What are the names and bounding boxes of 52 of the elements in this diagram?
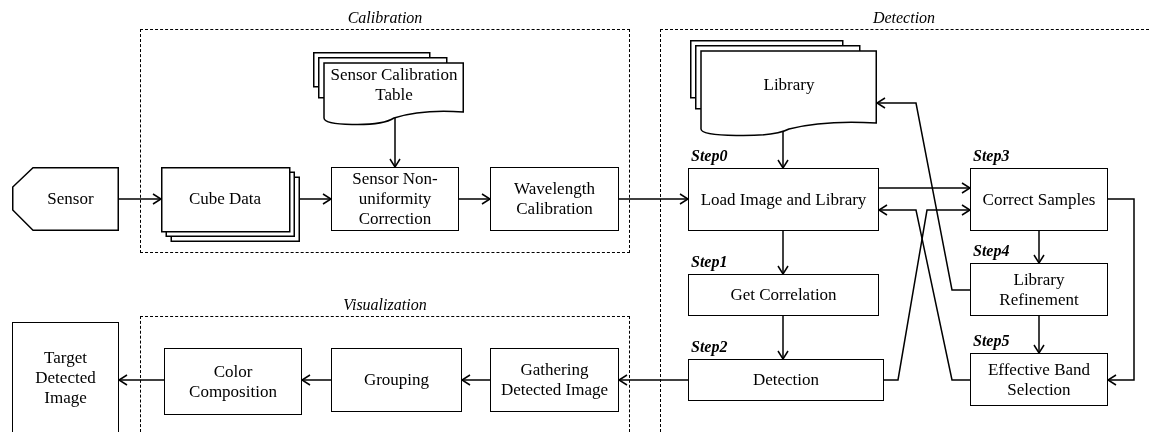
node-label: Get Correlation: [730, 285, 837, 305]
arrow: [777, 230, 789, 275]
arrow: [461, 374, 491, 386]
group-title: Visualization: [343, 296, 427, 314]
stacked-data-box: [161, 167, 300, 242]
arrow: [389, 117, 401, 168]
node-label: Sensor: [47, 189, 94, 209]
arrow: [299, 193, 332, 205]
arrow: [618, 374, 689, 386]
node-label: Target Detected Image: [34, 347, 97, 408]
node-label: Library Refinement: [998, 269, 1080, 310]
output-box: [12, 322, 119, 432]
node-label: Sensor Calibration Table: [329, 65, 459, 105]
step-label: Step0: [691, 147, 728, 165]
arrow: [618, 193, 689, 205]
node-label: Color Composition: [188, 361, 278, 402]
node-label: Grouping: [363, 370, 430, 390]
process-box: [331, 167, 459, 231]
node-label: Gathering Detected Image: [499, 360, 610, 400]
document-stack: [690, 40, 877, 137]
arrow: [876, 97, 971, 291]
arrow: [458, 193, 491, 205]
arrow: [878, 182, 971, 194]
arrow: [301, 374, 332, 386]
arrow: [1033, 315, 1045, 354]
arrow: [1107, 198, 1135, 386]
sensor-display-shape: [12, 167, 119, 231]
node-label: Sensor Non-uniformity Correction: [351, 169, 439, 229]
arrow: [118, 193, 162, 205]
step-label: Step4: [973, 242, 1010, 260]
process-box: [490, 348, 619, 412]
step-label: Step5: [973, 332, 1010, 350]
process-box: [164, 348, 302, 415]
process-box: [331, 348, 462, 412]
group-title: Calibration: [347, 9, 423, 27]
arrow: [777, 131, 789, 169]
arrow: [118, 374, 165, 386]
node-label: Load Image and Library: [700, 189, 867, 210]
node-label: Detection: [752, 370, 820, 390]
group-title: Detection: [872, 9, 936, 27]
step-label: Step2: [691, 338, 728, 356]
step-label: Step3: [973, 147, 1010, 165]
arrow: [1033, 230, 1045, 264]
node-label: Wavelength Calibration: [513, 179, 596, 219]
node-label: Effective Band Selection: [986, 359, 1092, 400]
arrow: [777, 315, 789, 360]
step-label: Step1: [691, 253, 728, 271]
node-label: Library: [763, 74, 815, 95]
node-label: Correct Samples: [982, 189, 1096, 210]
node-label: Cube Data: [188, 189, 262, 209]
process-box: [490, 167, 619, 231]
document-stack: [313, 52, 464, 126]
